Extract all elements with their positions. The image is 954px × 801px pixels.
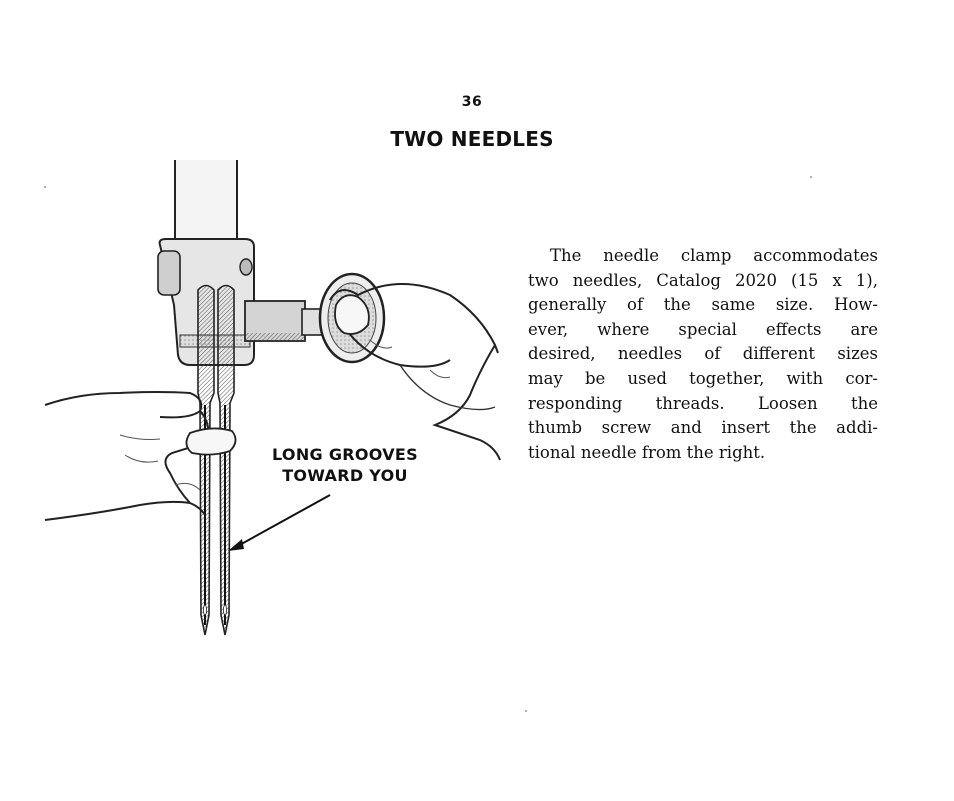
left-hand: [44, 391, 237, 521]
callout-label: LONG GROOVES TOWARD YOU: [255, 444, 435, 486]
scan-speck: [810, 176, 812, 178]
needle-clamp-illustration: [44, 160, 501, 636]
paragraph-line: may be used together, with cor-: [528, 368, 878, 388]
paragraph-line: ever, where special effects are: [528, 319, 878, 339]
paragraph-line: thumb screw and insert the addi-: [528, 418, 878, 438]
callout-line-2: TOWARD YOU: [282, 466, 408, 485]
paragraph-line: The needle clamp accommodates: [550, 246, 878, 265]
left-needle: [197, 284, 215, 636]
page-number: 36: [461, 94, 483, 110]
right-hand: [329, 283, 501, 461]
scan-speck: [525, 710, 527, 712]
instruction-paragraph: The needle clamp accommodates two needle…: [528, 244, 878, 465]
scan-speck: [44, 186, 46, 188]
paragraph-line: responding threads. Loosen the: [528, 393, 878, 413]
paragraph-line: two needles, Catalog 2020 (15 x 1),: [528, 270, 878, 290]
needle-bar: [174, 160, 238, 245]
needles: [197, 284, 235, 636]
paragraph-line: desired, needles of different sizes: [528, 344, 878, 364]
paragraph-line: tional needle from the right.: [528, 442, 766, 462]
page-title: TWO NEEDLES: [390, 127, 554, 151]
paragraph-line: generally of the same size. How-: [528, 295, 878, 315]
callout-line-1: LONG GROOVES: [272, 445, 418, 464]
right-needle: [217, 284, 235, 636]
callout-arrow: [228, 494, 331, 551]
